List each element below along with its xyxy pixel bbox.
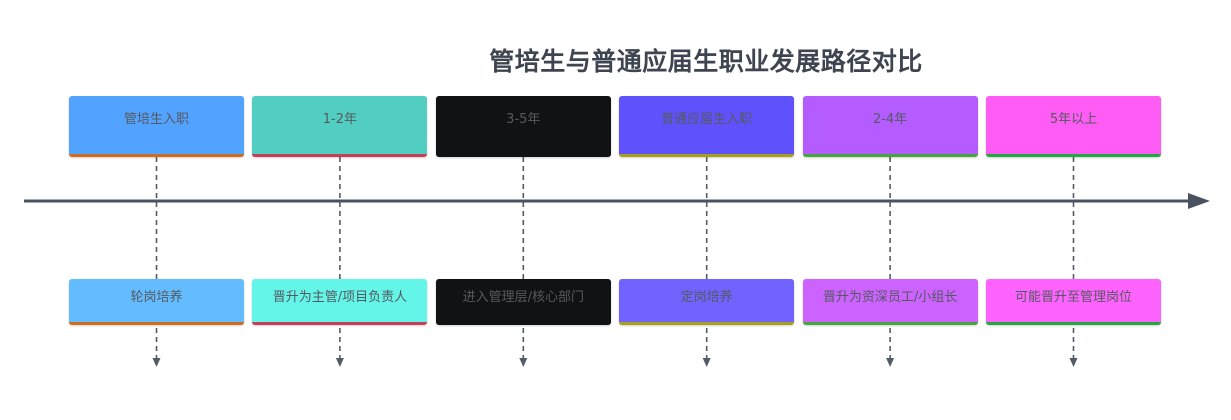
period-card-4: 2-4年 — [802, 96, 978, 157]
event-label: 轮岗培养 — [130, 290, 183, 305]
event-card-3: 定岗培养 — [619, 279, 795, 325]
diagram-title: 管培生与普通应届生职业发展路径对比 — [489, 47, 923, 76]
connector-arrow-icon — [152, 358, 161, 367]
event-label: 晋升为资深员工/小组长 — [822, 290, 958, 305]
period-card-0: 管培生入职 — [69, 96, 244, 157]
event-card-4: 晋升为资深员工/小组长 — [802, 279, 978, 325]
period-label: 普通应届生入职 — [661, 112, 753, 127]
connector-arrow-icon — [1069, 358, 1078, 367]
period-label: 2-4年 — [872, 112, 908, 127]
event-card-0: 轮岗培养 — [69, 279, 244, 325]
timeline-arrowhead — [1188, 193, 1210, 209]
period-label: 1-2年 — [322, 112, 357, 127]
connector-arrow-icon — [886, 358, 895, 367]
event-card-1: 晋升为主管/项目负责人 — [252, 279, 428, 325]
period-card-1: 1-2年 — [252, 96, 428, 157]
event-card-5: 可能晋升至管理岗位 — [986, 279, 1161, 325]
period-label: 5年以上 — [1049, 112, 1098, 127]
period-card-2: 3-5年 — [435, 96, 611, 157]
connector-arrow-icon — [335, 358, 344, 367]
event-label: 晋升为主管/项目负责人 — [272, 290, 408, 305]
connector-arrow-icon — [519, 358, 528, 367]
event-label: 可能晋升至管理岗位 — [1014, 290, 1132, 305]
event-label: 进入管理层/核心部门 — [462, 290, 584, 305]
period-card-5: 5年以上 — [986, 96, 1161, 157]
connector-lines — [152, 157, 1078, 367]
event-label: 定岗培养 — [680, 290, 733, 305]
period-label: 3-5年 — [506, 112, 541, 127]
connector-arrow-icon — [702, 358, 711, 367]
period-label: 管培生入职 — [123, 112, 189, 127]
event-card-2: 进入管理层/核心部门 — [435, 279, 611, 325]
period-card-3: 普通应届生入职 — [619, 96, 795, 157]
